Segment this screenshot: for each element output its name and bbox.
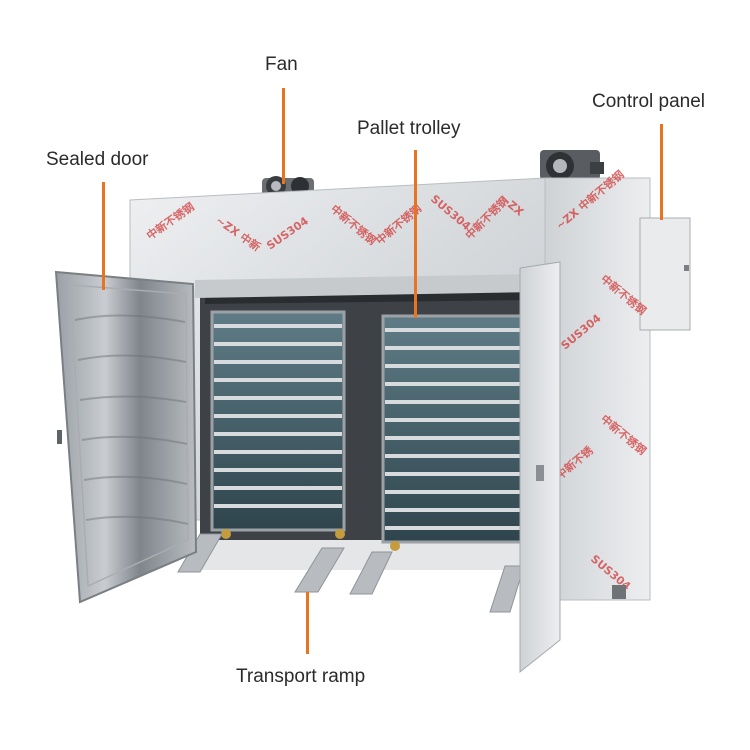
control-panel-label: Control panel: [592, 91, 706, 112]
transport-ramps: [177, 533, 525, 613]
pallet-trolley-label: Pallet trolley: [357, 118, 461, 139]
transport-ramp-leader-line: [306, 592, 309, 654]
pallet-trolley-right: [381, 314, 527, 551]
fan-label: Fan: [265, 54, 298, 75]
transport-ramp-label: Transport ramp: [236, 666, 366, 687]
right-door: [519, 261, 561, 674]
sealed-door: [54, 270, 198, 604]
pallet-trolley-leader-line: [414, 150, 417, 318]
control-panel-leader-line: [660, 124, 663, 220]
pallet-trolley-left: [210, 310, 346, 539]
cabinet-leg: [612, 585, 626, 599]
sealed-door-label: Sealed door: [46, 149, 149, 170]
fan-leader-line: [282, 88, 285, 184]
sealed-door-leader-line: [102, 182, 105, 290]
